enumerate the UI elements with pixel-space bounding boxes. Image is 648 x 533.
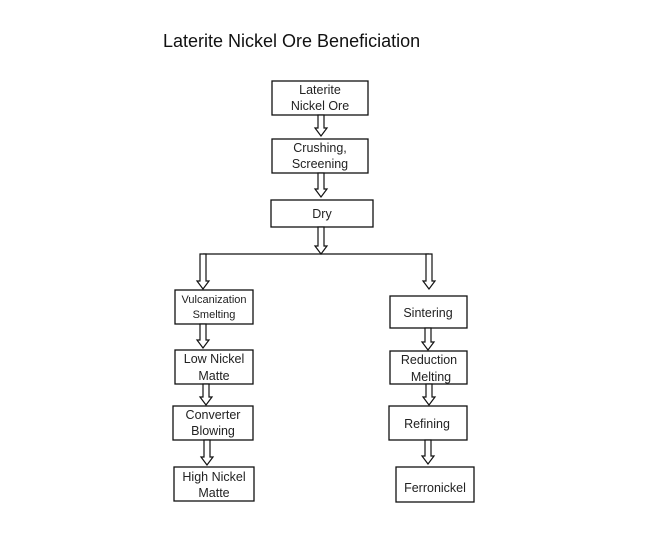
arrow-sintering-to-reduction [420,327,436,351]
arrow-dry-to-branch [313,226,329,255]
flow-arrows [195,114,437,466]
box-crushing-screening-line-1: Crushing, [293,141,347,155]
box-dry-label: Dry [312,207,332,221]
box-vulcanization-smelting: Vulcanization Smelting [174,289,254,325]
arrow-ore-to-crushing [313,114,329,137]
diagram-title: Laterite Nickel Ore Beneficiation [163,31,420,51]
box-vulcanization-smelting-line-1: Vulcanization [181,294,246,306]
box-crushing-screening-line-2: Screening [292,157,348,171]
box-reduction-melting: Reduction Melting [389,350,468,385]
box-refining: Refining [388,405,468,441]
box-vulcanization-smelting-line-2: Smelting [193,309,236,321]
box-dry: Dry [270,199,374,228]
box-low-nickel-matte: Low Nickel Matte [174,349,254,385]
box-high-nickel-matte: High Nickel Matte [173,466,255,502]
box-high-nickel-matte-line-1: High Nickel [182,470,245,484]
box-sintering: Sintering [389,295,468,329]
box-reduction-melting-line-2: Melting [411,370,451,384]
box-laterite-nickel-ore-line-1: Laterite [299,83,341,97]
arrow-refining-to-ferronickel [420,439,436,465]
box-low-nickel-matte-line-1: Low Nickel [184,352,244,366]
arrow-low-nickel-to-converter [198,383,214,406]
arrow-branch-to-vulcanization [195,253,211,290]
box-crushing-screening: Crushing, Screening [271,138,369,174]
box-high-nickel-matte-line-2: Matte [198,486,229,500]
arrow-vulcanization-to-low-nickel [195,323,211,349]
box-laterite-nickel-ore-line-2: Nickel Ore [291,99,349,113]
box-ferronickel: Ferronickel [395,466,475,503]
box-sintering-label: Sintering [403,306,452,320]
box-converter-blowing: Converter Blowing [172,405,254,441]
box-low-nickel-matte-line-2: Matte [198,369,229,383]
arrow-converter-to-high-nickel [199,439,215,466]
arrow-branch-to-sintering [421,253,437,290]
box-reduction-melting-line-1: Reduction [401,353,457,367]
box-ferronickel-label: Ferronickel [404,481,466,495]
box-laterite-nickel-ore: Laterite Nickel Ore [271,80,369,116]
box-refining-label: Refining [404,417,450,431]
box-converter-blowing-line-2: Blowing [191,424,235,438]
box-converter-blowing-line-1: Converter [186,408,241,422]
arrow-reduction-to-refining [421,383,437,406]
arrow-crushing-to-dry [313,172,329,198]
